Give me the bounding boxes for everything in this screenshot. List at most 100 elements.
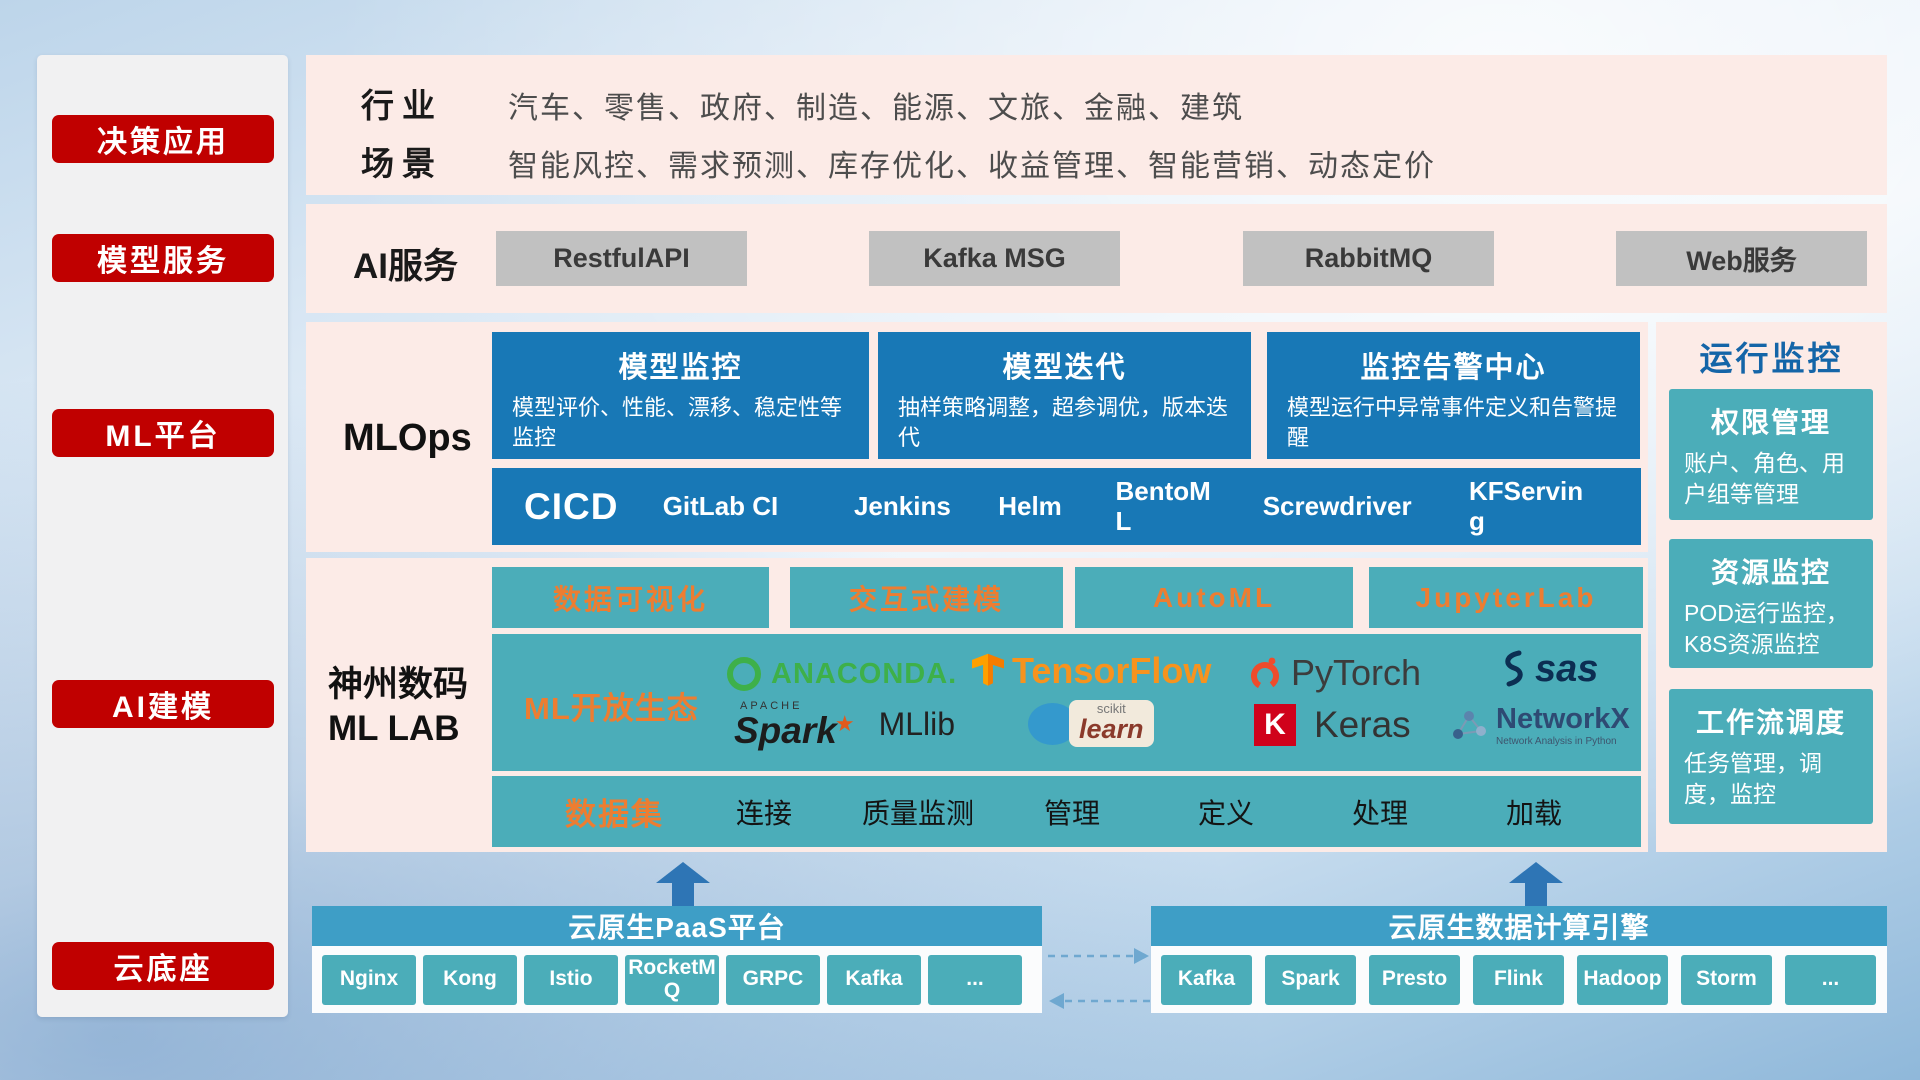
keras-logo: K Keras: [1254, 704, 1411, 746]
networkx-subtitle: Network Analysis in Python: [1496, 735, 1617, 747]
anaconda-icon: [727, 657, 761, 691]
mllab-label: 神州数码 ML LAB: [328, 663, 468, 751]
tensorflow-icon: [972, 653, 1004, 686]
card-title: 模型监控: [618, 352, 743, 384]
kafka-msg-button: Kafka MSG: [869, 231, 1120, 286]
dashed-connector-arrows: [1048, 948, 1150, 1009]
restfulapi-button: RestfulAPI: [496, 231, 747, 286]
permission-card: 权限管理 账户、角色、用户组等管理: [1669, 389, 1873, 520]
card-desc: 账户、角色、用户组等管理: [1684, 450, 1845, 508]
card-title: 权限管理: [1710, 407, 1831, 438]
cicd-item-jenkins: Jenkins: [853, 490, 951, 521]
anaconda-logo: ANACONDA.: [725, 655, 957, 693]
industry-panel: 行业 汽车、零售、政府、制造、能源、文旅、金融、建筑 场景 智能风控、需求预测、…: [306, 55, 1887, 195]
paas-chip-kong: Kong: [423, 954, 517, 1005]
mllab-panel: 神州数码 ML LAB 数据可视化 交互式建模 AutoML JupyterLa…: [306, 558, 1648, 852]
engine-strip: Kafka Spark Presto Flink Hadoop Storm ..…: [1151, 946, 1887, 1013]
model-iteration-card: 模型迭代 抽样策略调整，超参调优，版本迭代: [878, 332, 1251, 459]
card-title: 资源监控: [1710, 557, 1831, 588]
monitoring-panel: 运行监控 权限管理 账户、角色、用户组等管理 资源监控 POD运行监控，K8S资…: [1656, 322, 1887, 852]
alert-center-card: 监控告警中心 模型运行中异常事件定义和告警提醒: [1267, 332, 1640, 459]
card-desc: POD运行监控，K8S资源监控: [1684, 600, 1849, 658]
spark-logo: APACHE Spark★: [734, 700, 857, 749]
interactive-modeling-button: 交互式建模: [790, 567, 1063, 628]
mllab-label-line1: 神州数码: [328, 665, 469, 704]
scikit-learn-card: scikit learn: [1069, 700, 1154, 748]
dataset-item-load: 加载: [1505, 797, 1562, 829]
rabbitmq-button: RabbitMQ: [1243, 231, 1494, 286]
networkx-icon: [1453, 711, 1486, 740]
automl-button: AutoML: [1075, 567, 1353, 628]
cicd-item-helm: Helm: [998, 490, 1062, 521]
networkx-logo: NetworkX Network Analysis in Python: [1450, 703, 1630, 747]
sas-label: sas: [1535, 648, 1599, 690]
cicd-item-screwdriver: Screwdriver: [1262, 490, 1412, 521]
networkx-text: NetworkX Network Analysis in Python: [1496, 703, 1630, 747]
dataset-item-connect: 连接: [735, 797, 792, 829]
resource-card: 资源监控 POD运行监控，K8S资源监控: [1669, 539, 1873, 668]
mllab-label-line2: ML LAB: [328, 709, 460, 748]
networkx-label: NetworkX: [1496, 703, 1630, 735]
tensorflow-logo: TensorFlow: [972, 650, 1211, 692]
ml-ecosystem-box: ML开放生态 ANACONDA. TensorFlow P: [492, 634, 1641, 771]
card-title: 工作流调度: [1695, 707, 1846, 738]
sidebar-item-model-service: 模型服务: [52, 234, 274, 282]
dataset-item-define: 定义: [1197, 797, 1254, 829]
left-sidebar: 决策应用 模型服务 ML平台 AI建模 云底座: [37, 55, 288, 1017]
card-desc: 模型评价、性能、漂移、稳定性等监控: [512, 395, 843, 451]
spark-mllib-logo: APACHE Spark★ MLlib: [734, 700, 955, 749]
ai-service-panel: AI服务 RestfulAPI Kafka MSG RabbitMQ Web服务: [306, 204, 1887, 313]
card-title: 模型迭代: [1002, 352, 1127, 384]
cicd-bar: CICD GitLab CI Jenkins Helm BentoML Scre…: [492, 468, 1641, 545]
engine-chip-storm: Storm: [1681, 954, 1772, 1005]
spark-apache-label: APACHE: [740, 700, 803, 712]
paas-bar: 云原生PaaS平台: [312, 906, 1042, 946]
web-service-button: Web服务: [1616, 231, 1867, 286]
engine-chip-more: ...: [1785, 954, 1876, 1005]
dataset-item-quality: 质量监测: [861, 797, 974, 829]
dataset-item-manage: 管理: [1043, 797, 1100, 829]
spark-word: Spark: [734, 710, 837, 751]
dataset-label: 数据集: [565, 797, 664, 832]
engine-chip-spark: Spark: [1265, 954, 1356, 1005]
paas-strip: Nginx Kong Istio RocketMQ GRPC Kafka ...: [312, 946, 1042, 1013]
pytorch-label: PyTorch: [1291, 652, 1422, 693]
engine-bar: 云原生数据计算引擎: [1151, 906, 1887, 946]
card-desc: 抽样策略调整，超参调优，版本迭代: [898, 395, 1229, 451]
model-monitoring-card: 模型监控 模型评价、性能、漂移、稳定性等监控: [492, 332, 869, 459]
pytorch-logo: PyTorch: [1249, 652, 1421, 694]
cicd-item-kfserving: KFServing: [1468, 475, 1584, 536]
jupyterlab-button: JupyterLab: [1369, 567, 1643, 628]
engine-chip-presto: Presto: [1369, 954, 1460, 1005]
paas-chip-kafka: Kafka: [827, 954, 921, 1005]
monitoring-title: 运行监控: [1699, 340, 1844, 377]
cicd-item-bentoml: BentoML: [1115, 475, 1211, 536]
paas-chip-rocketmq: RocketMQ: [625, 954, 719, 1005]
sidebar-item-ai-modeling: AI建模: [52, 680, 274, 728]
sidebar-item-decision-app: 决策应用: [52, 115, 274, 163]
scikit-label: scikit: [1096, 701, 1126, 716]
scene-text: 智能风控、需求预测、库存优化、收益管理、智能营销、动态定价: [508, 150, 1436, 183]
paas-chip-more: ...: [928, 954, 1022, 1005]
dataset-bar: 数据集 连接 质量监测 管理 定义 处理 加载: [492, 776, 1641, 847]
paas-chip-nginx: Nginx: [322, 954, 416, 1005]
sas-logo: sas: [1499, 649, 1598, 689]
anaconda-label: ANACONDA.: [771, 657, 958, 690]
workflow-card: 工作流调度 任务管理，调度，监控: [1669, 689, 1873, 824]
card-desc: 模型运行中异常事件定义和告警提醒: [1287, 395, 1618, 451]
sidebar-item-cloud-base: 云底座: [52, 942, 274, 990]
scikit-learn-icon: [1028, 702, 1077, 745]
card-desc: 任务管理，调度，监控: [1684, 750, 1822, 808]
mlops-label: MLOps: [343, 417, 472, 459]
keras-label: Keras: [1314, 704, 1411, 745]
pytorch-icon: [1251, 657, 1279, 690]
keras-icon: K: [1254, 704, 1296, 746]
dataset-item-process: 处理: [1351, 797, 1408, 829]
cicd-label: CICD: [524, 485, 619, 527]
mlops-panel: MLOps 模型监控 模型评价、性能、漂移、稳定性等监控 模型迭代 抽样策略调整…: [306, 322, 1648, 552]
card-title: 监控告警中心: [1360, 352, 1547, 384]
engine-chip-flink: Flink: [1473, 954, 1564, 1005]
industry-label: 行业: [361, 87, 443, 124]
paas-chip-istio: Istio: [524, 954, 618, 1005]
